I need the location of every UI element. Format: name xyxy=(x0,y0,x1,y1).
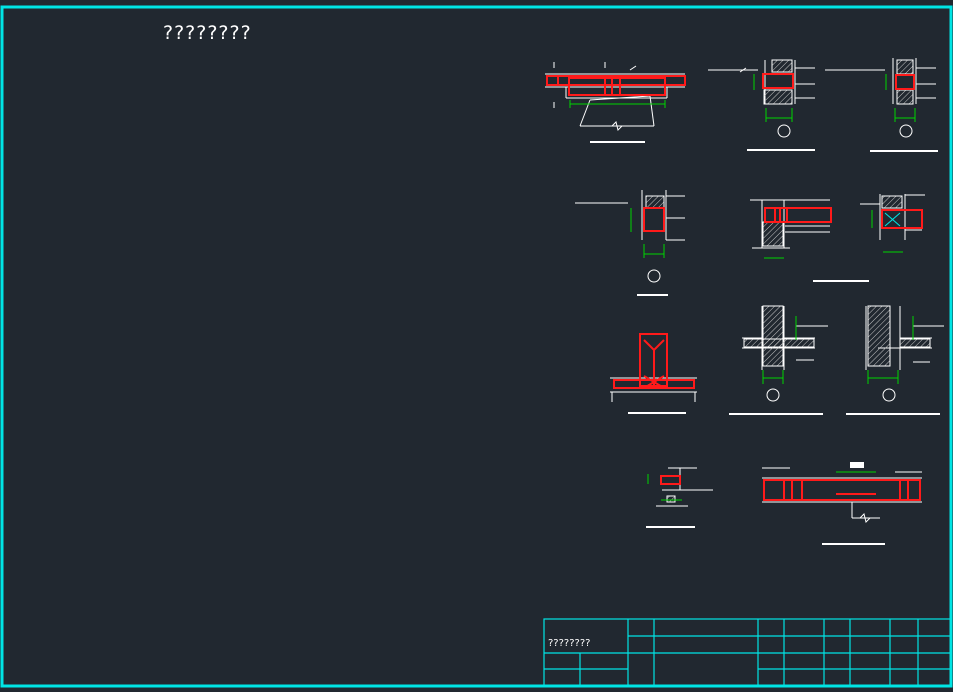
title-block xyxy=(543,618,952,687)
detail-1 xyxy=(545,62,685,143)
title-block-label: ???????? xyxy=(548,638,591,649)
sheet-border xyxy=(0,5,953,688)
drawing-title: ???????? xyxy=(163,22,252,44)
